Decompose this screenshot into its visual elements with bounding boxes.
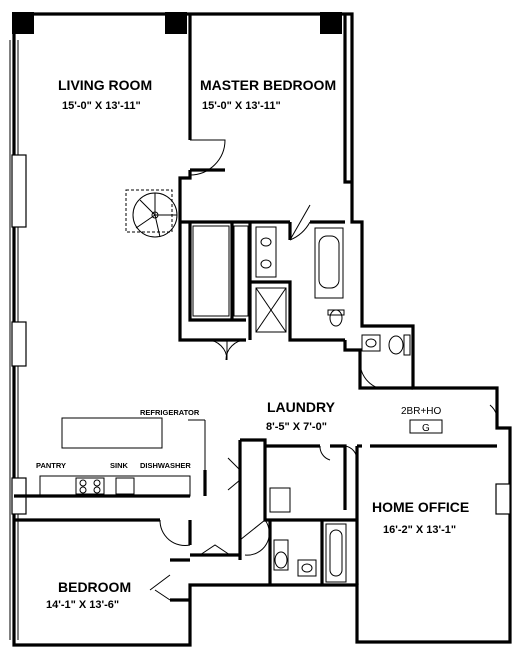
laundry-name: LAUNDRY <box>267 399 336 415</box>
home-office-size: 16'-2" X 13'-1" <box>383 524 456 536</box>
unit-letter-box <box>409 419 443 434</box>
refrigerator-label: REFRIGERATOR <box>140 408 200 417</box>
master-bedroom-name: MASTER BEDROOM <box>200 77 336 93</box>
dishwasher-label: DISHWASHER <box>140 461 191 470</box>
home-office-name: HOME OFFICE <box>372 499 469 515</box>
powder-room-fixtures <box>361 334 411 356</box>
living-room-size: 15'-0" X 13'-11" <box>62 100 141 112</box>
pantry-label: PANTRY <box>36 461 66 470</box>
laundry-fixtures <box>269 487 347 583</box>
kitchen <box>39 417 206 497</box>
spiral-stair <box>125 189 178 238</box>
master-bedroom-size: 15'-0" X 13'-11" <box>202 100 281 112</box>
room-labels: LIVING ROOM 15'-0" X 13'-11" MASTER BEDR… <box>46 77 469 611</box>
living-room-name: LIVING ROOM <box>58 77 152 93</box>
closet-shelving <box>192 225 249 317</box>
doors <box>149 139 499 601</box>
master-bath-fixtures <box>255 226 345 333</box>
bedroom-name: BEDROOM <box>58 579 131 595</box>
sink-label: SINK <box>110 461 129 470</box>
bedroom-size: 14'-1" X 13'-6" <box>46 599 119 611</box>
unit-letter: G <box>422 423 430 434</box>
left-window <box>9 40 511 640</box>
laundry-size: 8'-5" X 7'-0" <box>266 421 327 433</box>
unit-tag: 2BR+HO G <box>401 406 443 434</box>
fixture-labels: REFRIGERATOR PANTRY SINK DISHWASHER <box>36 408 200 470</box>
unit-type: 2BR+HO <box>401 406 442 417</box>
